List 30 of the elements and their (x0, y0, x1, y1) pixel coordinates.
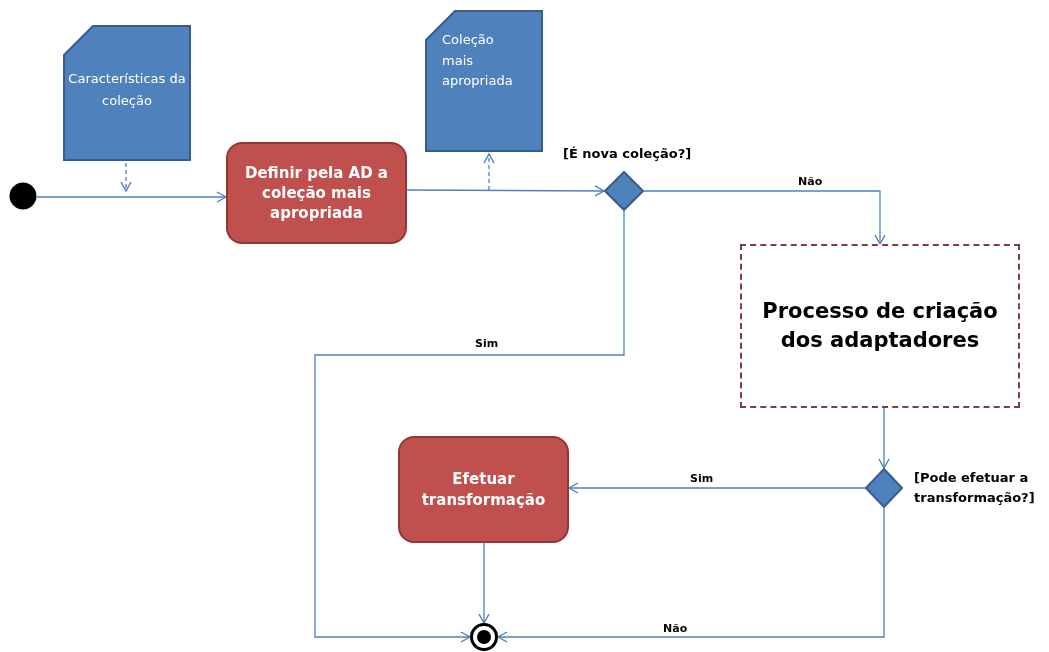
edge-label: Não (796, 175, 825, 188)
arrow (483, 153, 495, 191)
arrow (36, 191, 227, 203)
decision-diamond (604, 171, 644, 211)
arrow (643, 190, 886, 245)
guard-condition: [Pode efetuar a transformação?] (914, 469, 1036, 507)
document-shape (63, 25, 191, 161)
action-box (398, 436, 569, 543)
node-label: Coleção mais apropriada (442, 30, 514, 91)
node-label: Características da coleção (68, 69, 186, 110)
arrow (878, 407, 890, 469)
arrow (120, 162, 132, 192)
edge-label: Sim (473, 337, 501, 350)
arrow (497, 507, 885, 643)
node-label: Efetuar transformação (420, 469, 547, 510)
subprocess-box (740, 244, 1020, 408)
action-box (226, 142, 407, 244)
arrow (478, 542, 490, 624)
start-node (9, 182, 37, 210)
edge-label: Sim (688, 472, 716, 485)
document-shape (425, 10, 543, 152)
end-node (470, 623, 498, 651)
node-label: Processo de criação dos adaptadores (761, 297, 999, 354)
arrow (314, 210, 625, 643)
arrow (568, 482, 866, 494)
node-label: Definir pela AD a coleção mais apropriada (244, 162, 389, 224)
decision-diamond (865, 468, 903, 508)
edge-label: Não (661, 622, 690, 635)
arrow (406, 185, 605, 197)
guard-condition: [É nova coleção?] (563, 146, 692, 161)
